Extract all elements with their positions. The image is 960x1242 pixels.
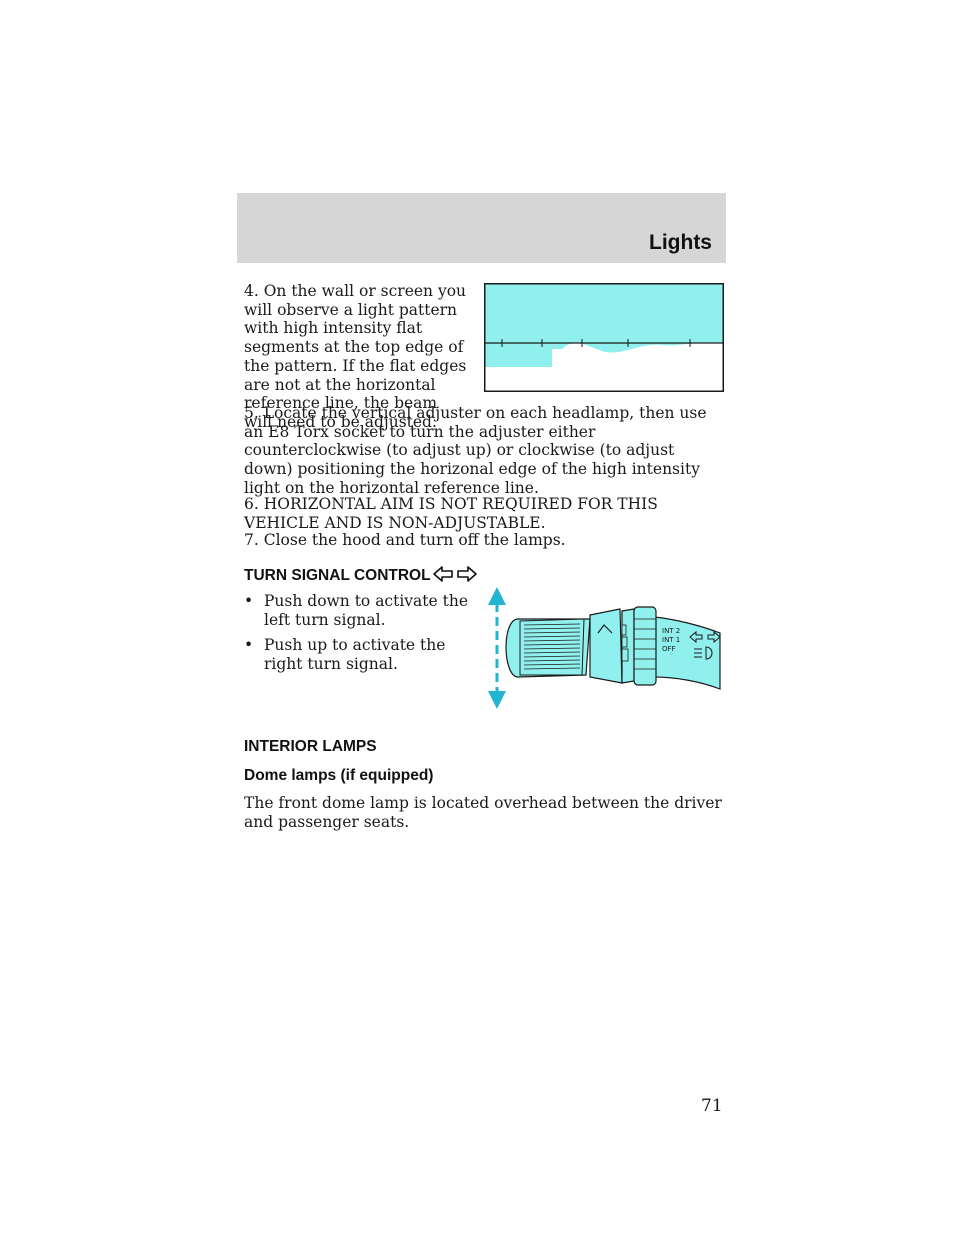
dome-lamps-subheading: Dome lamps (if equipped) — [244, 767, 434, 784]
page-number: 71 — [701, 1096, 723, 1116]
bullet-text: Push up to activate the right turn signa… — [264, 636, 446, 674]
step-6-text: 6. HORIZONTAL AIM IS NOT REQUIRED FOR TH… — [244, 495, 658, 532]
turn-signal-arrows-icon — [432, 566, 477, 582]
headlamp-beam-pattern-figure — [484, 283, 724, 392]
wiper-icon — [597, 624, 613, 634]
dome-lamp-text: The front dome lamp is located overhead … — [244, 794, 722, 831]
bullet-text: Push down to activate the left turn sign… — [264, 592, 469, 629]
turn-signal-bullet-list: • Push down to activate the left turn si… — [244, 592, 474, 674]
step-4-text: 4. On the wall or screen you will observ… — [244, 282, 467, 431]
list-item: • Push up to activate the right turn sig… — [244, 636, 474, 673]
turn-signal-heading: TURN SIGNAL CONTROL — [244, 566, 477, 585]
int1-label: INT 1 — [662, 636, 680, 644]
step-5-text: 5. Locate the vertical adjuster on each … — [244, 404, 707, 497]
bullet-dot: • — [244, 636, 254, 655]
turn-signal-stalk-figure: INT 2 INT 1 OFF — [488, 587, 721, 709]
bullet-dot: • — [244, 592, 254, 610]
section-title: Lights — [649, 231, 712, 254]
off-label: OFF — [662, 645, 676, 653]
up-down-arrow-icon — [488, 587, 506, 709]
interior-lamps-heading: INTERIOR LAMPS — [244, 738, 377, 755]
headlamp-icon — [694, 646, 713, 660]
int2-label: INT 2 — [662, 627, 680, 635]
list-item: • Push down to activate the left turn si… — [244, 592, 474, 629]
section-header: Lights — [237, 193, 726, 263]
turn-signal-heading-text: TURN SIGNAL CONTROL — [244, 567, 431, 584]
step-7-text: 7. Close the hood and turn off the lamps… — [244, 531, 566, 549]
